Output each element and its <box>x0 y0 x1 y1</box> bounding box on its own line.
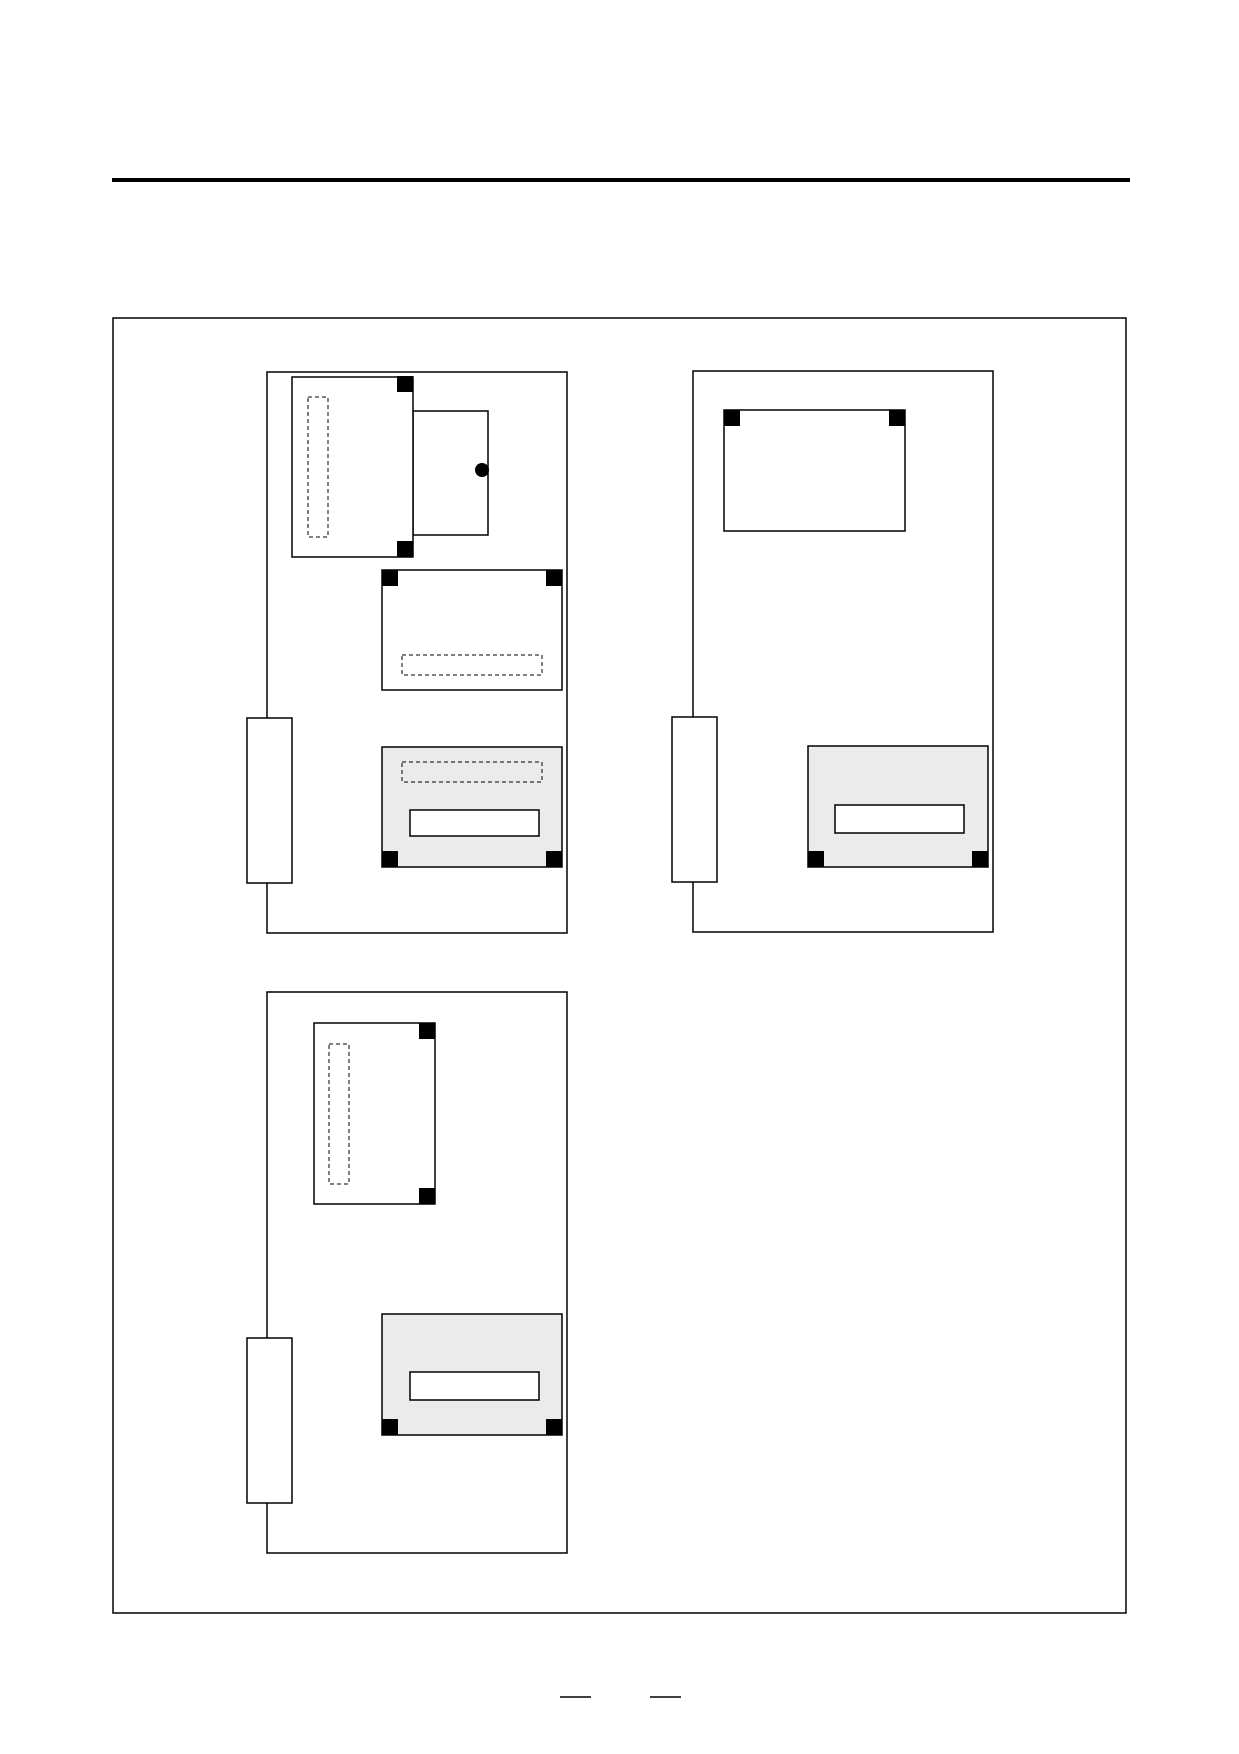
board-2-upper-module-body <box>723 409 906 532</box>
figure-frame <box>112 317 1127 1614</box>
board-1-lower-module <box>381 746 563 868</box>
board-2-lower-marker-right <box>972 851 988 867</box>
board-1-middle-module-body <box>381 569 563 691</box>
board-3-lower-module-window <box>409 1371 540 1401</box>
board-3-upper-module-dashed-slot <box>328 1043 350 1185</box>
board-2-lower-module-window <box>834 804 965 834</box>
board-1-lower-module-body <box>381 746 563 868</box>
board-3-lower-marker-left <box>382 1419 398 1435</box>
board-1-upper-module <box>291 376 489 558</box>
board-1-middle-module-dashed-slot <box>401 654 543 676</box>
board-3-lower-module <box>381 1313 563 1436</box>
board-1 <box>246 371 568 934</box>
board-1-middle-marker-left <box>382 570 398 586</box>
board-1-upper-marker-top <box>397 376 413 392</box>
board-3-upper-module-body <box>313 1022 436 1205</box>
board-3-upper-module <box>313 1022 436 1205</box>
board-3 <box>246 991 568 1554</box>
board-1-upper-marker-bottom <box>397 541 413 557</box>
board-1-side-connector <box>246 717 293 884</box>
board-3-lower-marker-right <box>546 1419 562 1435</box>
board-1-lower-marker-right <box>546 851 562 867</box>
board-2 <box>671 370 994 933</box>
board-1-upper-module-body <box>291 376 414 558</box>
board-1-upper-module-dashed-slot <box>307 396 329 538</box>
board-1-middle-module <box>381 569 563 691</box>
board-2-side-connector <box>671 716 718 883</box>
board-1-lower-marker-left <box>382 851 398 867</box>
board-2-upper-marker-right <box>889 410 905 426</box>
board-2-upper-module <box>723 409 906 532</box>
board-1-middle-marker-right <box>546 570 562 586</box>
board-3-upper-marker-top <box>419 1023 435 1039</box>
board-1-lower-module-dashed-slot <box>401 761 543 783</box>
board-2-upper-marker-left <box>724 410 740 426</box>
board-2-lower-marker-left <box>808 851 824 867</box>
board-3-upper-marker-bottom <box>419 1188 435 1204</box>
board-1-lower-module-window <box>409 809 540 837</box>
board-2-lower-module <box>807 745 989 868</box>
board-3-side-connector <box>246 1337 293 1504</box>
board-1-tab-dot <box>475 463 489 477</box>
